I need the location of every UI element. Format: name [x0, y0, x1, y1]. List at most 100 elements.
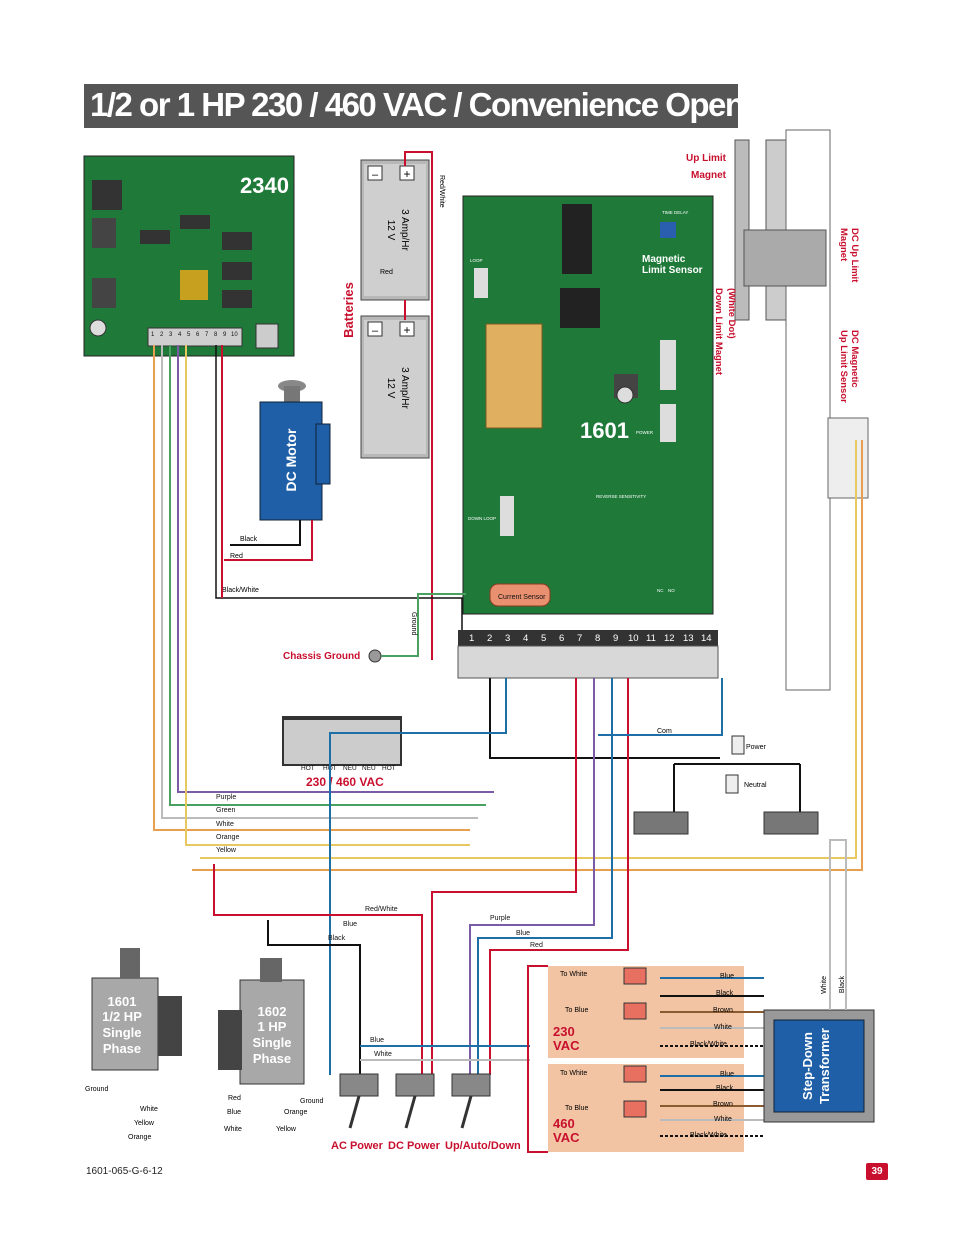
batteries: – + 12 V 3 Amp/Hr – + 12 V 3 Amp/Hr Batt… — [341, 151, 445, 660]
up-limit-magnet-label-1: Up Limit — [686, 153, 727, 164]
dc-magnetic-sensor-label-1: DC Magnetic — [849, 330, 860, 388]
dc-up-limit-magnet-label-2: Magnet — [838, 228, 849, 262]
wire-label-ground: Ground — [300, 1098, 323, 1105]
board-1601-terminal: 8 — [595, 633, 600, 644]
to-blue-label: To Blue — [565, 1007, 588, 1014]
board-2340-label: 2340 — [240, 173, 289, 198]
wire-label-red-white: Red/White — [438, 175, 445, 208]
wire-label-black-white: Black/White — [222, 587, 259, 594]
wire-label-white: White — [224, 1126, 242, 1133]
up-limit-magnet-label-2: Magnet — [691, 170, 727, 181]
wire-label-blue: Blue — [720, 1071, 734, 1078]
battery-rating-2: 3 Amp/Hr — [399, 367, 410, 409]
wire-label-red-white: Red/White — [365, 906, 398, 913]
wire-label-orange: Orange — [128, 1134, 151, 1141]
wire-label-blue: Blue — [720, 973, 734, 980]
board-1601-terminal: 4 — [523, 633, 528, 644]
wire-label-red: Red — [530, 942, 543, 949]
battery-rating-1: 12 V — [385, 378, 396, 399]
to-white-label: To White — [560, 1070, 587, 1077]
dc-motor: DC Motor Black Red Black/White — [215, 345, 463, 660]
battery-rating-2: 3 Amp/Hr — [399, 209, 410, 251]
board-2340-terminal: 6 — [196, 332, 200, 338]
motor-1602: 1602 1 HP Single Phase Red Blue White Gr… — [218, 958, 323, 1133]
vac-230-460-label: 230 / 460 VAC — [306, 775, 384, 789]
terminal-label: NEU — [343, 765, 357, 772]
wire-label-black: Black — [716, 990, 734, 997]
board-1601-terminal: 10 — [628, 633, 639, 644]
terminal-label: HOT — [382, 765, 396, 772]
motor-1602-line-3: Single — [252, 1035, 291, 1050]
dc-magnetic-sensor-label-2: Up Limit Sensor — [838, 330, 849, 403]
page-title: 1/2 or 1 HP 230 / 460 VAC / Convenience … — [90, 86, 745, 123]
wire-label-brown: Brown — [713, 1007, 733, 1014]
motor-1601-line-2: 1/2 HP — [102, 1009, 142, 1024]
wire-label-yellow: Yellow — [276, 1126, 297, 1133]
nc-label: NC — [657, 588, 664, 593]
wire-label-red: Red — [230, 553, 243, 560]
page-number: 39 — [866, 1163, 888, 1180]
wire-label-red: Red — [380, 269, 393, 276]
power-led-label: POWER — [636, 430, 654, 435]
wire-label-black: Black — [328, 935, 346, 942]
wire-label-ground: Ground — [85, 1086, 108, 1093]
no-label: NO — [668, 588, 675, 593]
limit-sensor-label: Limit Sensor — [642, 265, 703, 276]
wire-label-brown: Brown — [713, 1101, 733, 1108]
wire-label-purple: Purple — [490, 915, 510, 922]
board-2340-terminal: 3 — [169, 332, 173, 338]
board-1601-terminal: 2 — [487, 633, 492, 644]
down-loop-label: DOWN LOOP — [468, 516, 496, 521]
battery-plus: + — [403, 167, 410, 181]
wire-label-black: Black — [716, 1085, 734, 1092]
neutral-label: Neutral — [744, 782, 767, 789]
terminal-label: NEU — [362, 765, 376, 772]
motor-wiring: Red/White Blue Black Purple Blue Red Blu… — [213, 678, 723, 1075]
board-2340-terminal: 8 — [214, 332, 218, 338]
board-2340-terminal: 4 — [178, 332, 182, 338]
down-limit-magnet-label-2: (White Dot) — [726, 288, 737, 339]
wire-label-white: White — [714, 1024, 732, 1031]
reverse-sensitivity-label: REVERSE SENSITIVITY — [596, 494, 646, 499]
wire-label-black-white: Black/White — [690, 1132, 727, 1139]
wire-label-red: Red — [228, 1095, 241, 1102]
board-1601-terminal: 5 — [541, 633, 546, 644]
battery-minus: – — [372, 325, 379, 337]
switches: AC Power DC Power Up/Auto/Down — [331, 1073, 521, 1152]
step-down-label-1: Step-Down — [800, 1032, 815, 1100]
wire-label-blue: Blue — [343, 921, 357, 928]
board-2340-terminal: 10 — [231, 332, 238, 338]
motor-1602-line-4: Phase — [253, 1051, 291, 1066]
wire-label-purple: Purple — [216, 794, 236, 801]
dc-up-limit-magnet-label-1: DC Up Limit — [849, 228, 860, 283]
wire-label-black: Black — [240, 536, 258, 543]
board-1601-terminal: 13 — [683, 633, 694, 644]
wire-label-blue: Blue — [516, 930, 530, 937]
wire-label-white: White — [216, 821, 234, 828]
vac-230-label: 230 — [553, 1024, 575, 1039]
battery-plus: + — [403, 323, 410, 337]
motor-1601-line-4: Phase — [103, 1041, 141, 1056]
terminal-label: HOT — [301, 765, 315, 772]
board-2340-terminal-labels: 1 2 3 4 5 6 7 8 9 10 — [151, 332, 238, 338]
title-bar — [84, 84, 738, 128]
vac-terminal-block: HOT HOT NEU NEU HOT 230 / 460 VAC Com Po… — [282, 678, 819, 835]
dc-power-label: DC Power — [388, 1140, 441, 1152]
terminal-block-labels: HOT HOT NEU NEU HOT — [301, 765, 396, 772]
up-auto-down-label: Up/Auto/Down — [445, 1140, 521, 1152]
wire-label-yellow: Yellow — [216, 847, 237, 854]
board-2340-terminal: 9 — [223, 332, 227, 338]
wire-label-black-white: Black/White — [690, 1041, 727, 1048]
wire-label-black: Black — [839, 976, 846, 994]
wire-label-white: White — [714, 1116, 732, 1123]
chassis-ground: Chassis Ground Ground — [283, 593, 466, 663]
batteries-label: Batteries — [341, 282, 356, 338]
board-1601-terminal: 3 — [505, 633, 510, 644]
wire-label-white: White — [140, 1106, 158, 1113]
motor-1601-line-1: 1601 — [108, 994, 137, 1009]
board-2340-terminal: 7 — [205, 332, 209, 338]
loop-label: LOOP — [470, 258, 483, 263]
board-1601: Current Sensor 1601 TIME DELAY LOOP DOWN… — [457, 195, 719, 679]
wire-label-white: White — [374, 1051, 392, 1058]
wire-label-green: Green — [216, 807, 236, 814]
